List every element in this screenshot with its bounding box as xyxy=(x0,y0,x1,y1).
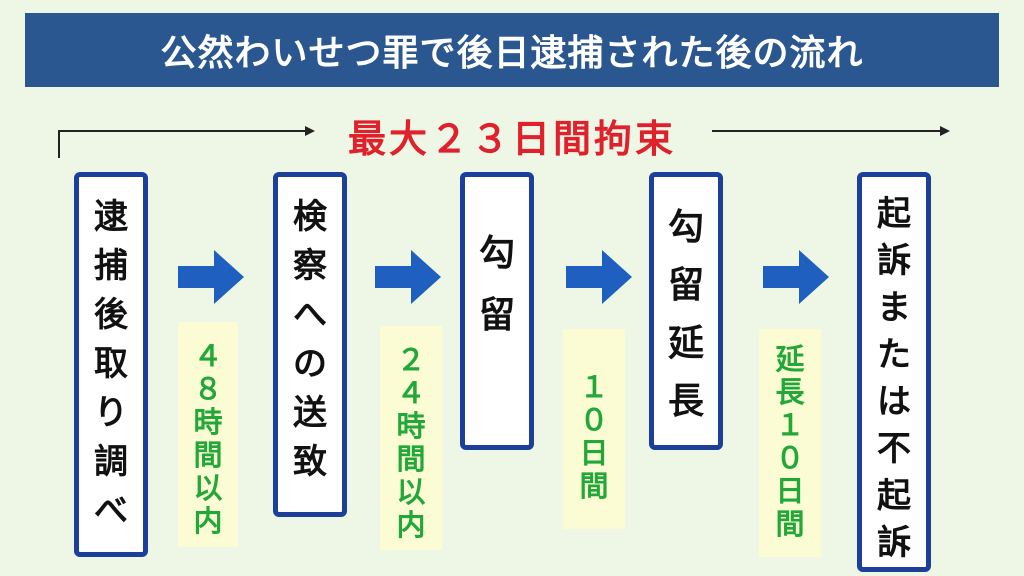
title-banner: 公然わいせつ罪で後日逮捕された後の流れ xyxy=(25,13,999,87)
label-char: 日 xyxy=(775,474,805,508)
label-char: 訴 xyxy=(877,523,911,563)
step-prosecutor-referral: 検察への送致 xyxy=(273,172,347,517)
label-char: 察 xyxy=(293,246,327,286)
label-char: 以 xyxy=(396,475,426,509)
label-char: 調 xyxy=(94,442,128,482)
label-char: 留 xyxy=(667,265,704,306)
timeline-left-arrowhead xyxy=(305,126,315,136)
label-char: 後 xyxy=(94,295,128,335)
label-char: 間 xyxy=(579,469,609,503)
label-char: 逮 xyxy=(94,197,128,237)
label-char: ４ xyxy=(193,339,223,373)
label-char: 間 xyxy=(193,438,223,472)
label-char: ま xyxy=(877,288,911,328)
label-char: 起 xyxy=(877,476,911,516)
label-char: 延 xyxy=(667,323,704,364)
flow-arrow-4 xyxy=(763,250,829,304)
label-char: べ xyxy=(94,491,128,531)
flow-arrow-1 xyxy=(178,250,244,304)
step-detention: 勾留 xyxy=(460,172,534,450)
step-detention-extension: 勾留延長 xyxy=(649,172,723,450)
max-detention-label: 最大２３日間拘束 xyxy=(347,117,676,161)
label-char: 日 xyxy=(579,436,609,470)
timeline-right-arrowhead xyxy=(940,126,950,136)
label-char: １ xyxy=(775,408,805,442)
label-char: 内 xyxy=(396,508,426,542)
label-char: ２ xyxy=(396,343,426,377)
label-char: ０ xyxy=(579,403,609,437)
label-char: た xyxy=(877,335,911,375)
page-title: 公然わいせつ罪で後日逮捕された後の流れ xyxy=(160,33,864,74)
flow-arrow-3 xyxy=(566,250,632,304)
label-char: ８ xyxy=(193,372,223,406)
label-char: 時 xyxy=(396,409,426,443)
label-char: 以 xyxy=(193,471,223,505)
label-char: 勾 xyxy=(667,207,704,248)
label-char: 間 xyxy=(775,507,805,541)
label-char: 検 xyxy=(293,197,327,237)
timeline-left-line xyxy=(58,130,305,158)
label-char: 留 xyxy=(478,295,515,336)
label-char: へ xyxy=(293,295,327,335)
step-label: 勾留 xyxy=(479,223,515,347)
label-char: 捕 xyxy=(94,246,128,286)
label-char: 内 xyxy=(193,504,223,538)
label-char: 起 xyxy=(877,194,911,234)
label-char: 致 xyxy=(293,442,327,482)
label-char: 長 xyxy=(775,375,805,409)
label-char: は xyxy=(877,382,911,422)
label-char: 長 xyxy=(667,381,704,422)
label-char: １ xyxy=(579,370,609,404)
label-char: ４ xyxy=(396,376,426,410)
label-char: ０ xyxy=(775,441,805,475)
step-label: 検察への送致 xyxy=(293,193,327,487)
label-char: の xyxy=(293,344,327,384)
flow-arrow-2 xyxy=(375,250,441,304)
step-indictment-decision: 起訴または不起訴 xyxy=(857,172,931,572)
step-label: 勾留延長 xyxy=(668,199,704,431)
step-label: 逮捕後取り調べ xyxy=(94,193,128,536)
label-char: 延 xyxy=(775,342,805,376)
label-char: 間 xyxy=(396,442,426,476)
label-char: 取 xyxy=(94,344,128,384)
label-char: 時 xyxy=(193,405,223,439)
label-char: 訴 xyxy=(877,241,911,281)
label-char: 不 xyxy=(877,429,911,469)
step-arrest-interrogation: 逮捕後取り調べ xyxy=(74,172,148,557)
step-label: 起訴または不起訴 xyxy=(877,191,911,567)
label-char: 送 xyxy=(293,393,327,433)
label-char: り xyxy=(94,393,128,433)
label-char: 勾 xyxy=(478,233,515,274)
